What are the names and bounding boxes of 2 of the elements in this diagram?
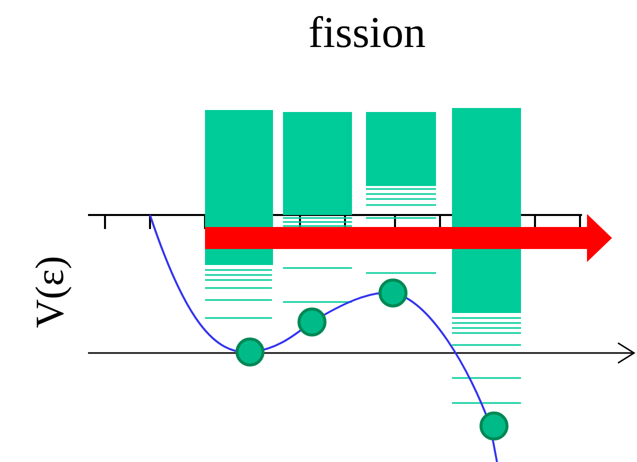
title: fission [307,8,427,58]
axis-label: V(ε) [28,256,72,328]
